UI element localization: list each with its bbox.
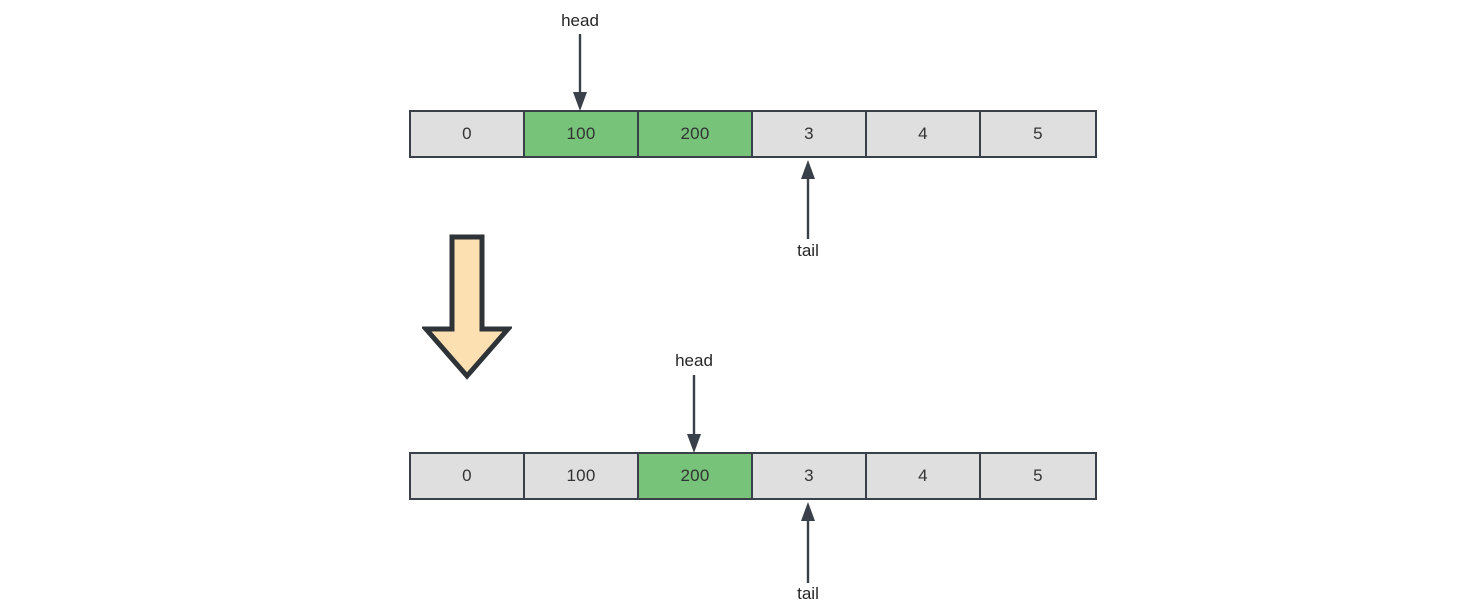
transition-down-arrow	[422, 234, 512, 380]
tail-label-after: tail	[797, 584, 819, 603]
array-cell: 3	[753, 112, 867, 156]
array-cell: 0	[411, 112, 525, 156]
array-cell: 4	[867, 454, 981, 498]
array-cell: 200	[639, 112, 753, 156]
tail-pointer-arrow-after	[801, 502, 815, 583]
array-cell: 200	[639, 454, 753, 498]
array-cell: 5	[981, 454, 1095, 498]
head-label-after: head	[675, 351, 713, 370]
tail-label-before: tail	[797, 241, 819, 260]
head-pointer-arrow-before	[573, 34, 587, 111]
array-cell: 5	[981, 112, 1095, 156]
head-label-before: head	[561, 11, 599, 30]
array-cell: 100	[525, 454, 639, 498]
array-cell: 0	[411, 454, 525, 498]
array-cell: 100	[525, 112, 639, 156]
tail-pointer-arrow-before	[801, 160, 815, 239]
head-pointer-arrow-after	[687, 375, 701, 453]
array-cell: 3	[753, 454, 867, 498]
array-cell: 4	[867, 112, 981, 156]
